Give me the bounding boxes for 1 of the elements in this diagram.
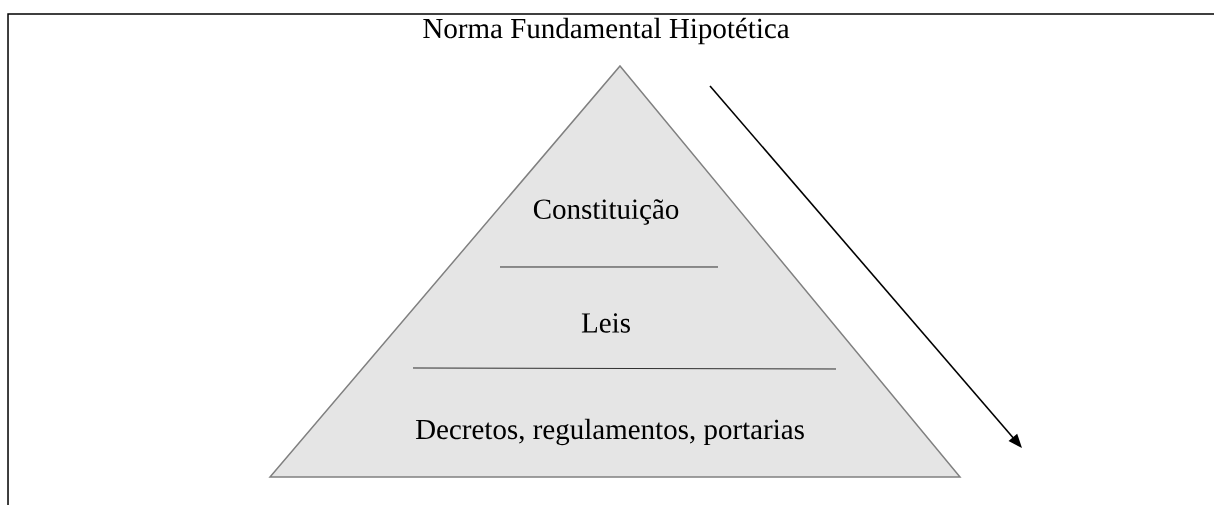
title: Norma Fundamental Hipotética	[423, 17, 790, 45]
